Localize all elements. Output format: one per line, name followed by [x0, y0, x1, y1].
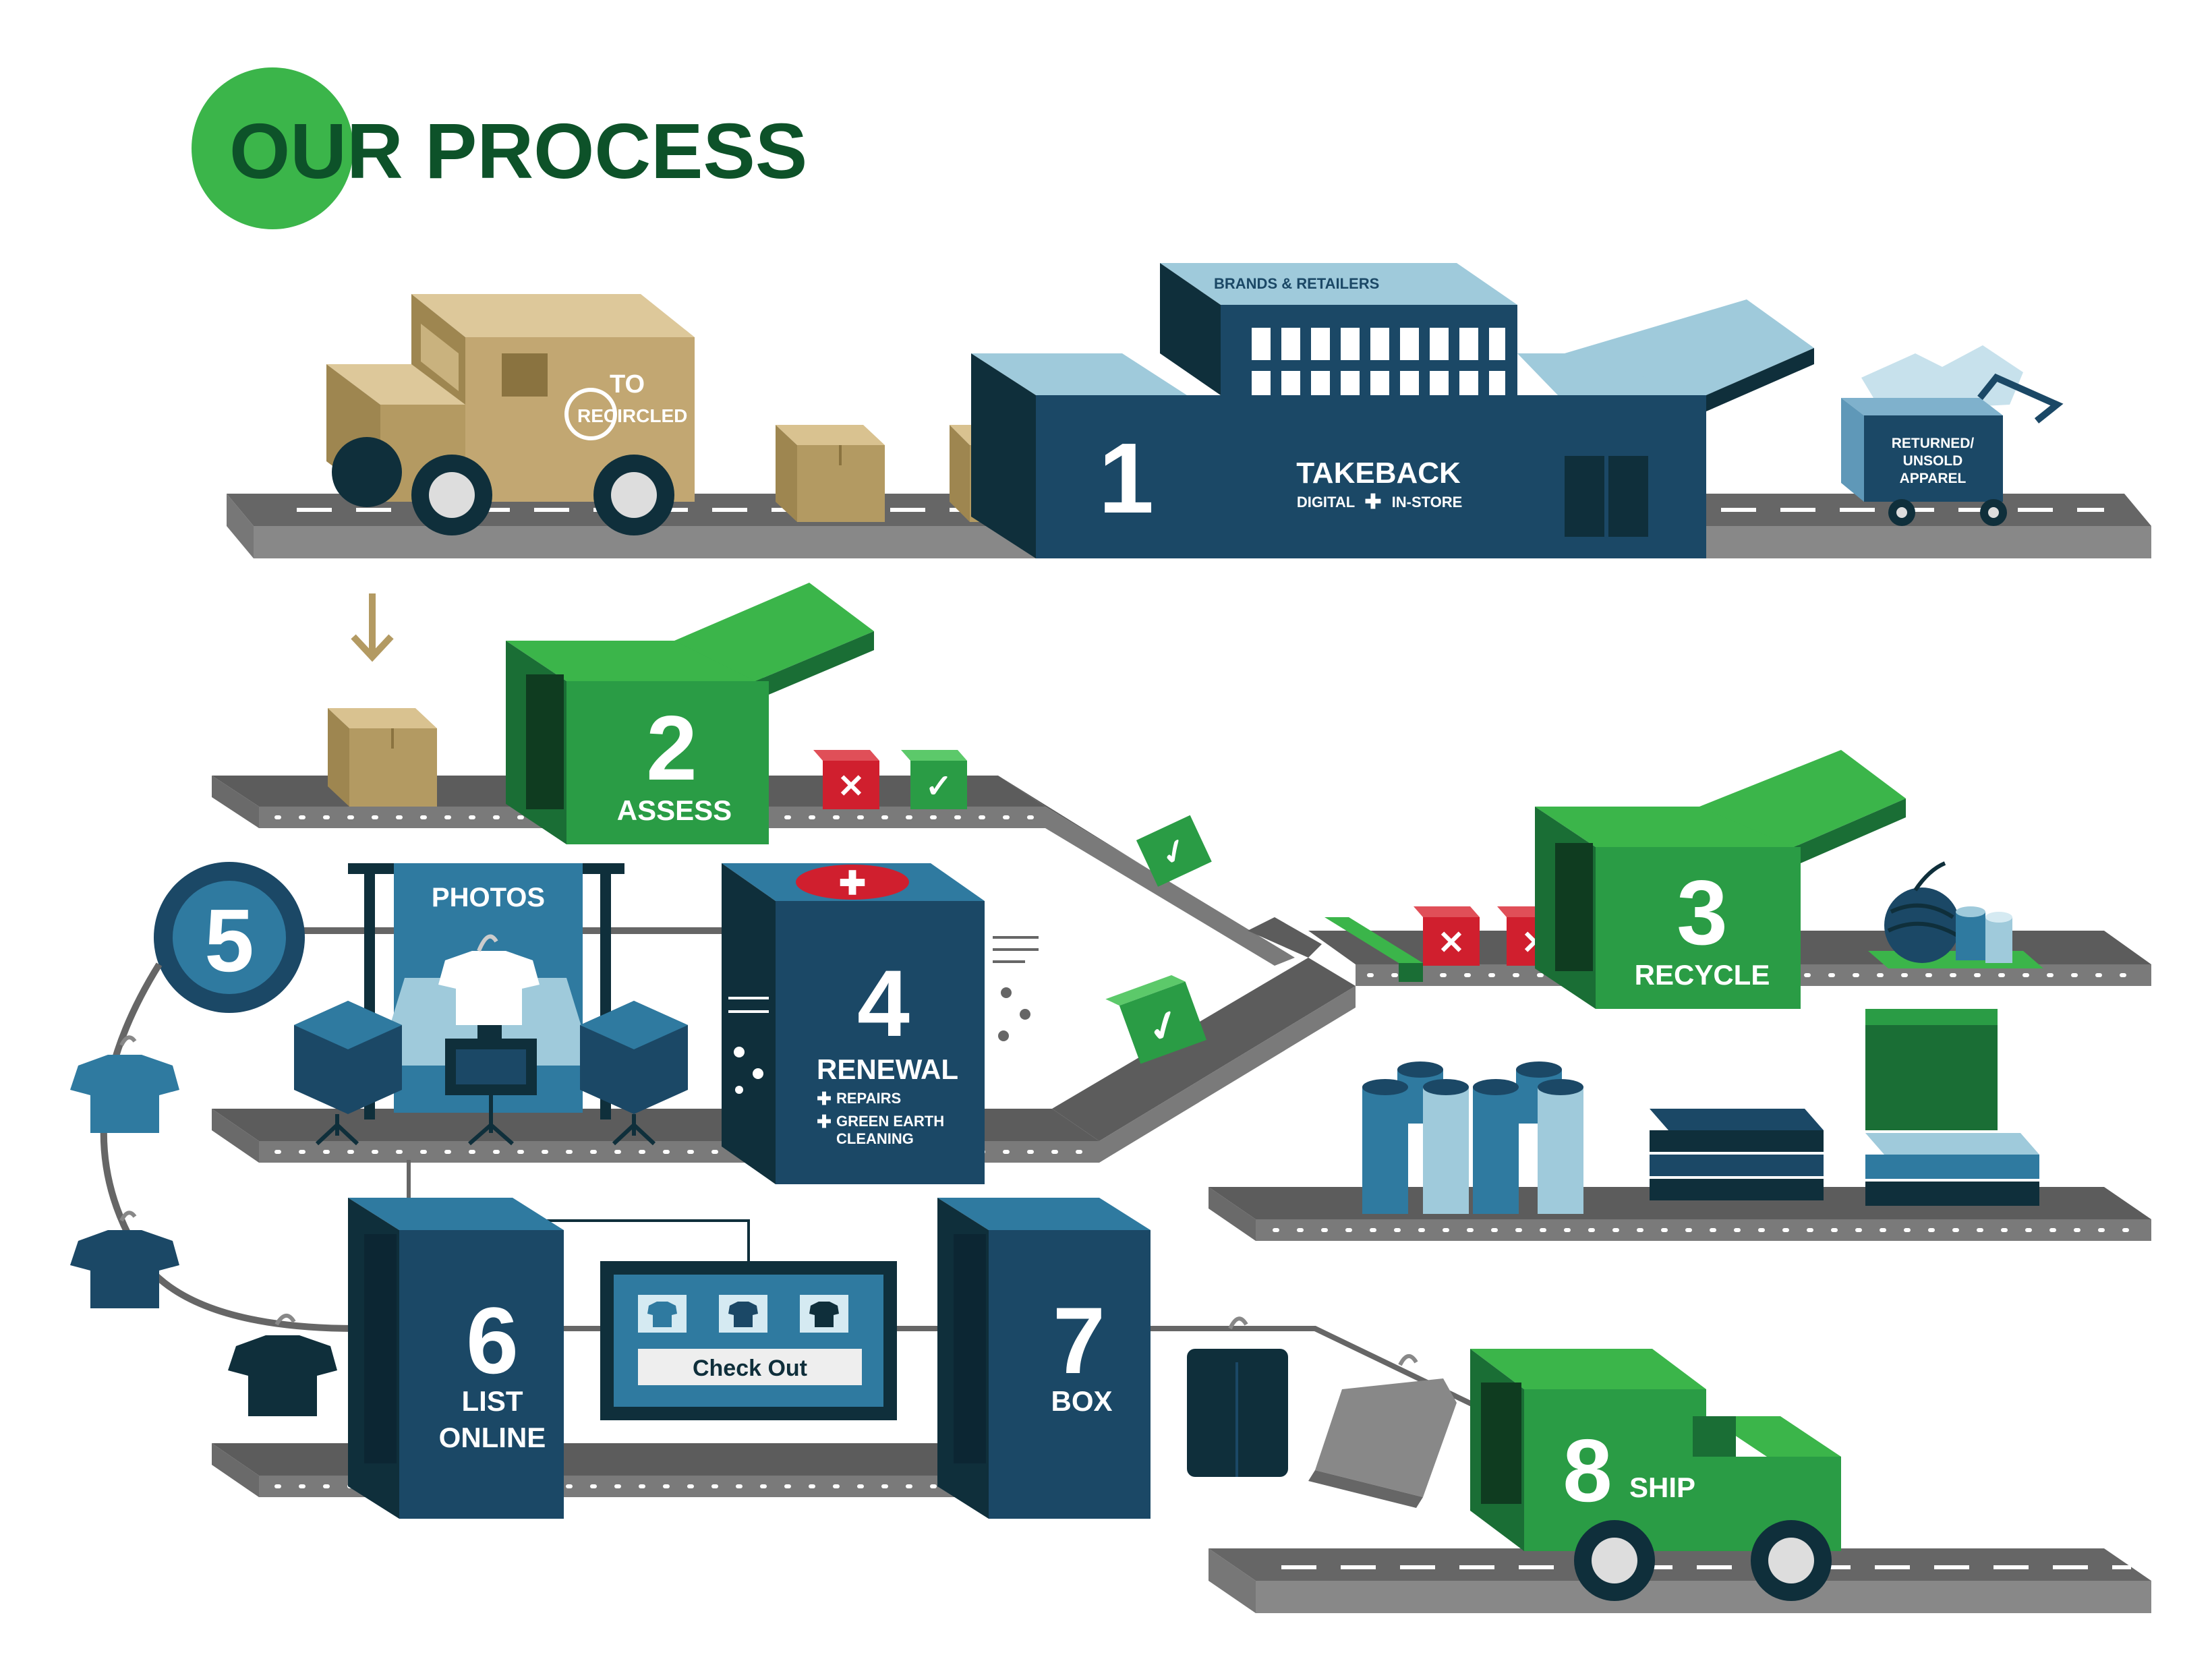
cart-label-2: UNSOLD	[1903, 453, 1963, 469]
accept-cube-icon: ✓	[1136, 815, 1212, 887]
tshirt-icon	[70, 1211, 179, 1308]
assess-step-number: 2	[646, 697, 697, 799]
garment-bag-icon	[1187, 1316, 1288, 1477]
renewal-step-number: 4	[857, 950, 910, 1056]
down-arrow-icon	[351, 593, 394, 662]
studio-light-icon	[294, 1001, 402, 1146]
cart-label-3: APPAREL	[1900, 471, 1967, 486]
header: OUR PROCESS	[192, 67, 807, 229]
assess-label: ASSESS	[617, 794, 732, 826]
list-online-step-number: 6	[466, 1287, 519, 1393]
takeback-building: BRANDS & RETAILERS 1 TAKEBACK DIGITAL ✚ …	[971, 263, 1814, 558]
clothing-rail	[70, 962, 358, 1416]
plus-icon: ✚	[1364, 491, 1381, 513]
accept-cube-icon: ✓	[901, 750, 967, 809]
ship-truck-icon: 8 SHIP	[1470, 1349, 1841, 1601]
reject-cube-icon: ✕	[1414, 906, 1480, 966]
renewal-building: ✚ 4 RENEWAL ✚ REPAIRS ✚ GREEN EARTH CLEA…	[722, 863, 1039, 1184]
photo-booth: PHOTOS	[294, 863, 688, 1146]
tshirt-icon	[438, 951, 540, 1025]
accept-cube-icon: ✓	[1105, 974, 1207, 1064]
tshirt-icon	[228, 1314, 337, 1416]
truck-label-brand: RECIRCLED	[577, 405, 687, 426]
takeback-sub-digital: DIGITAL	[1297, 494, 1355, 511]
reject-cube-icon: ✕	[813, 750, 879, 809]
garment-bag-icon	[1308, 1354, 1457, 1508]
ship-step-number: 8	[1563, 1421, 1612, 1520]
svg-text:✕: ✕	[1438, 925, 1465, 961]
renewal-item-cleaning-1: GREEN EARTH	[836, 1113, 944, 1130]
ship-label: SHIP	[1629, 1472, 1695, 1503]
bottom-road	[1209, 1548, 2151, 1613]
product-thumbnail	[638, 1295, 687, 1333]
recycle-building: 3 RECYCLE	[1535, 750, 1906, 1009]
renewal-item-cleaning-2: CLEANING	[836, 1130, 914, 1147]
takeback-sub-instore: IN-STORE	[1392, 494, 1463, 511]
list-online-label-2: ONLINE	[439, 1422, 546, 1453]
camera-icon	[445, 1025, 537, 1146]
list-online-building: 6 LIST ONLINE	[348, 1198, 564, 1519]
first-aid-icon: ✚	[839, 866, 866, 902]
yarn-spool-icon	[1868, 861, 2043, 968]
product-thumbnail	[719, 1295, 767, 1333]
svg-text:✕: ✕	[838, 769, 865, 805]
box-label: BOX	[1051, 1385, 1112, 1417]
cardboard-box-icon	[328, 708, 437, 807]
takeback-label: TAKEBACK	[1296, 457, 1461, 490]
studio-light-icon	[580, 1001, 688, 1146]
apparel-cart-icon: RETURNED/ UNSOLD APPAREL	[1841, 345, 2064, 526]
online-store-screen: Check Out	[600, 1261, 897, 1420]
plus-icon: ✚	[817, 1111, 832, 1132]
takeback-step-number: 1	[1099, 423, 1154, 534]
fabric-stack-icon	[1865, 1133, 2039, 1206]
photos-label: PHOTOS	[432, 883, 545, 912]
truck-label-to: TO	[610, 370, 645, 399]
box-step-number: 7	[1053, 1287, 1105, 1393]
recycle-label: RECYCLE	[1635, 959, 1770, 991]
list-online-label-1: LIST	[462, 1385, 523, 1417]
assess-building: 2 ASSESS	[506, 583, 874, 844]
recycle-output-chute	[1865, 1009, 1998, 1130]
fabric-rolls-icon	[1362, 1061, 1583, 1214]
product-thumbnail	[800, 1295, 848, 1333]
header-accent-circle	[192, 67, 353, 229]
fabric-stack-icon	[1650, 1109, 1824, 1200]
renewal-item-repairs: REPAIRS	[836, 1090, 901, 1107]
header-title: OUR PROCESS	[229, 107, 807, 195]
svg-text:✓: ✓	[925, 769, 952, 805]
cart-label-1: RETURNED/	[1892, 436, 1975, 451]
photos-step-number: 5	[204, 891, 254, 990]
green-fabric-bar	[1325, 917, 1423, 982]
takeback-roof-label: BRANDS & RETAILERS	[1214, 275, 1379, 292]
tshirt-icon	[70, 1035, 179, 1133]
checkout-button-label: Check Out	[693, 1356, 807, 1381]
renewal-label: RENEWAL	[817, 1053, 958, 1085]
delivery-truck-icon: TO RECIRCLED	[326, 294, 695, 535]
recycle-step-number: 3	[1677, 861, 1728, 964]
box-building: 7 BOX	[937, 1198, 1151, 1519]
checkout-button[interactable]: Check Out	[638, 1349, 862, 1385]
plus-icon: ✚	[817, 1088, 832, 1109]
cardboard-box-icon	[776, 425, 885, 522]
